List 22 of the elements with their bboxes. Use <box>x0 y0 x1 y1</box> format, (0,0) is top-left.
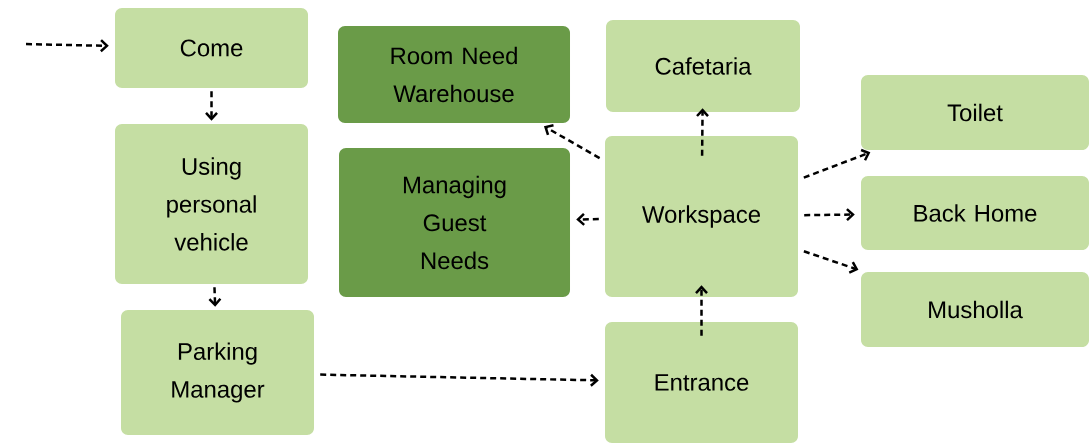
arrow <box>543 124 601 160</box>
arrow <box>695 285 708 336</box>
process-box: Entrance <box>605 322 798 443</box>
arrow <box>803 148 871 179</box>
arrow <box>208 287 222 307</box>
arrow <box>320 373 599 387</box>
process-box: Toilet <box>861 75 1089 150</box>
arrow <box>803 250 859 274</box>
arrow <box>26 39 109 53</box>
process-box: Managing Guest Needs <box>339 148 570 297</box>
process-box: Come <box>115 8 308 88</box>
process-box: Musholla <box>861 272 1089 347</box>
process-box: Workspace <box>605 136 798 297</box>
arrow <box>576 212 599 226</box>
arrow <box>804 208 855 222</box>
process-box: Room Need Warehouse <box>338 26 570 123</box>
process-box: Cafetaria <box>606 20 800 112</box>
process-box: Parking Manager <box>121 310 314 435</box>
arrow <box>205 91 218 121</box>
process-box: Using personal vehicle <box>115 124 308 284</box>
process-box: Back Home <box>861 176 1089 250</box>
arrow <box>696 108 709 156</box>
